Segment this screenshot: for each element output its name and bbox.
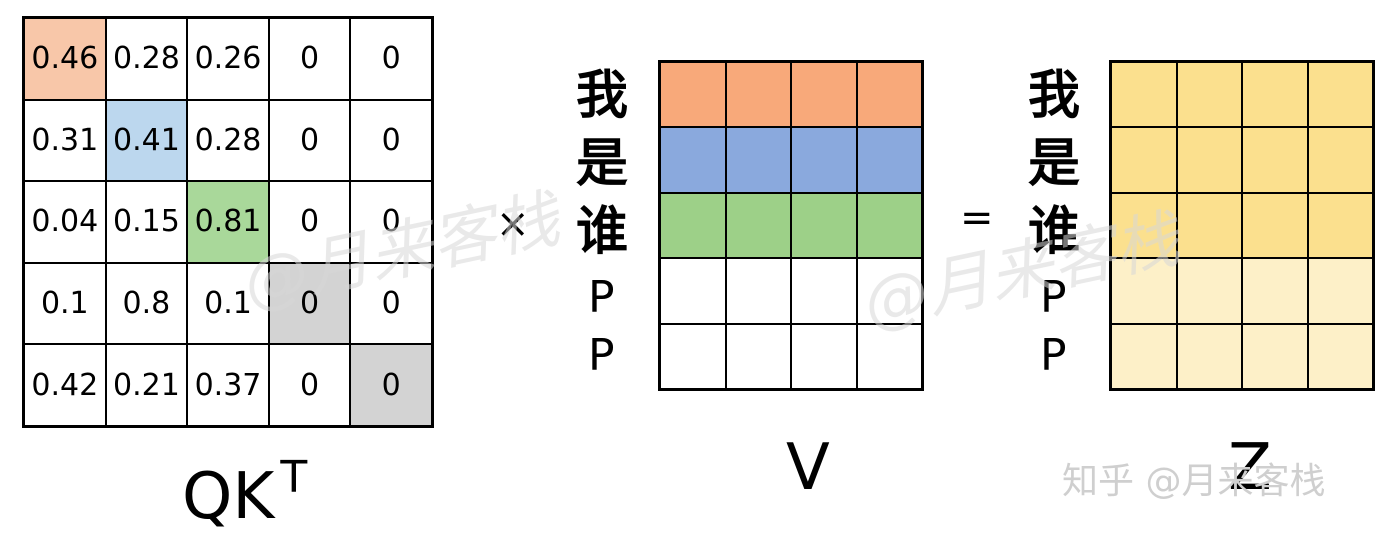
multiply-sign: × <box>496 201 530 247</box>
z-token-4: P <box>1040 330 1067 381</box>
qk-cell-r0-c0: 0.46 <box>24 18 106 100</box>
z-cell-r1-c0 <box>1111 127 1177 193</box>
qk-cell-r2-c1: 0.15 <box>105 181 188 263</box>
z-cell-r2-c0 <box>1111 192 1177 259</box>
v-cell-r4-c2 <box>791 323 857 389</box>
qk-cell-r1-c1: 0.41 <box>105 99 188 182</box>
z-cell-r0-c0 <box>1111 62 1177 128</box>
z-cell-r1-c2 <box>1242 127 1308 193</box>
qk-cell-r4-c4: 0 <box>350 344 432 426</box>
v-cell-r3-c3 <box>856 258 922 324</box>
z-cell-r2-c1 <box>1176 192 1242 259</box>
z-token-2: 谁 <box>1028 202 1081 262</box>
qk-cell-r2-c4: 0 <box>350 181 432 263</box>
qk-cell-r1-c3: 0 <box>268 99 351 182</box>
v-cell-r2-c1 <box>725 192 791 259</box>
qk-cell-r4-c1: 0.21 <box>105 344 188 426</box>
qk-cell-r4-c0: 0.42 <box>24 344 106 426</box>
v-token-0: 我 <box>576 66 629 126</box>
v-cell-r4-c3 <box>856 323 922 389</box>
v-cell-r4-c0 <box>660 323 726 389</box>
qk-cell-r0-c4: 0 <box>350 18 432 100</box>
z-cell-r4-c1 <box>1176 323 1242 389</box>
z-cell-r4-c0 <box>1111 323 1177 389</box>
z-cell-r3-c0 <box>1111 258 1177 324</box>
z-token-1: 是 <box>1028 134 1081 194</box>
z-cell-r2-c3 <box>1307 192 1373 259</box>
z-token-0: 我 <box>1028 66 1081 126</box>
v-cell-r3-c1 <box>725 258 791 324</box>
v-cell-r1-c1 <box>725 127 791 193</box>
v-token-4: P <box>588 330 615 381</box>
v-cell-r2-c0 <box>660 192 726 259</box>
v-cell-r2-c2 <box>791 192 857 259</box>
z-cell-r4-c2 <box>1242 323 1308 389</box>
v-cell-r1-c0 <box>660 127 726 193</box>
v-cell-r0-c3 <box>856 62 922 128</box>
qk-cell-r4-c3: 0 <box>268 344 351 426</box>
v-cell-r4-c1 <box>725 323 791 389</box>
z-cell-r3-c3 <box>1307 258 1373 324</box>
qk-cell-r2-c3: 0 <box>268 181 351 263</box>
z-cell-r3-c2 <box>1242 258 1308 324</box>
v-token-1: 是 <box>576 134 629 194</box>
qk-cell-r1-c0: 0.31 <box>24 99 106 182</box>
v-token-3: P <box>588 272 615 323</box>
z-token-3: P <box>1040 272 1067 323</box>
equals-sign: = <box>960 195 994 241</box>
z-cell-r3-c1 <box>1176 258 1242 324</box>
z-label: Z <box>1228 431 1272 505</box>
v-cell-r0-c2 <box>791 62 857 128</box>
qk-cell-r0-c2: 0.26 <box>187 18 269 100</box>
qk-label-text: QK <box>182 460 275 534</box>
v-cell-r1-c3 <box>856 127 922 193</box>
v-cell-r3-c2 <box>791 258 857 324</box>
qk-cell-r3-c1: 0.8 <box>105 262 188 345</box>
qk-cell-r3-c2: 0.1 <box>187 262 269 345</box>
v-cell-r1-c2 <box>791 127 857 193</box>
qk-cell-r2-c2: 0.81 <box>187 181 269 263</box>
qk-cell-r3-c0: 0.1 <box>24 262 106 345</box>
credit-text: 知乎 @月来客栈 <box>1062 461 1326 502</box>
z-cell-r0-c3 <box>1307 62 1373 128</box>
qk-cell-r1-c2: 0.28 <box>187 99 269 182</box>
z-cell-r0-c1 <box>1176 62 1242 128</box>
v-cell-r3-c0 <box>660 258 726 324</box>
z-matrix <box>1109 60 1375 391</box>
qk-cell-r3-c3: 0 <box>268 262 351 345</box>
qk-cell-r0-c1: 0.28 <box>105 18 188 100</box>
qk-cell-r2-c0: 0.04 <box>24 181 106 263</box>
qk-cell-r3-c4: 0 <box>350 262 432 345</box>
v-cell-r0-c1 <box>725 62 791 128</box>
v-cell-r2-c3 <box>856 192 922 259</box>
z-cell-r1-c3 <box>1307 127 1373 193</box>
z-cell-r2-c2 <box>1242 192 1308 259</box>
qk-cell-r4-c2: 0.37 <box>187 344 269 426</box>
v-cell-r0-c0 <box>660 62 726 128</box>
qk-cell-r1-c4: 0 <box>350 99 432 182</box>
z-cell-r1-c1 <box>1176 127 1242 193</box>
z-cell-r4-c3 <box>1307 323 1373 389</box>
v-label: V <box>786 431 830 505</box>
v-matrix <box>658 60 924 391</box>
qk-label-superscript: T <box>280 452 308 503</box>
qk-cell-r0-c3: 0 <box>268 18 351 100</box>
v-token-2: 谁 <box>576 202 629 262</box>
z-cell-r0-c2 <box>1242 62 1308 128</box>
